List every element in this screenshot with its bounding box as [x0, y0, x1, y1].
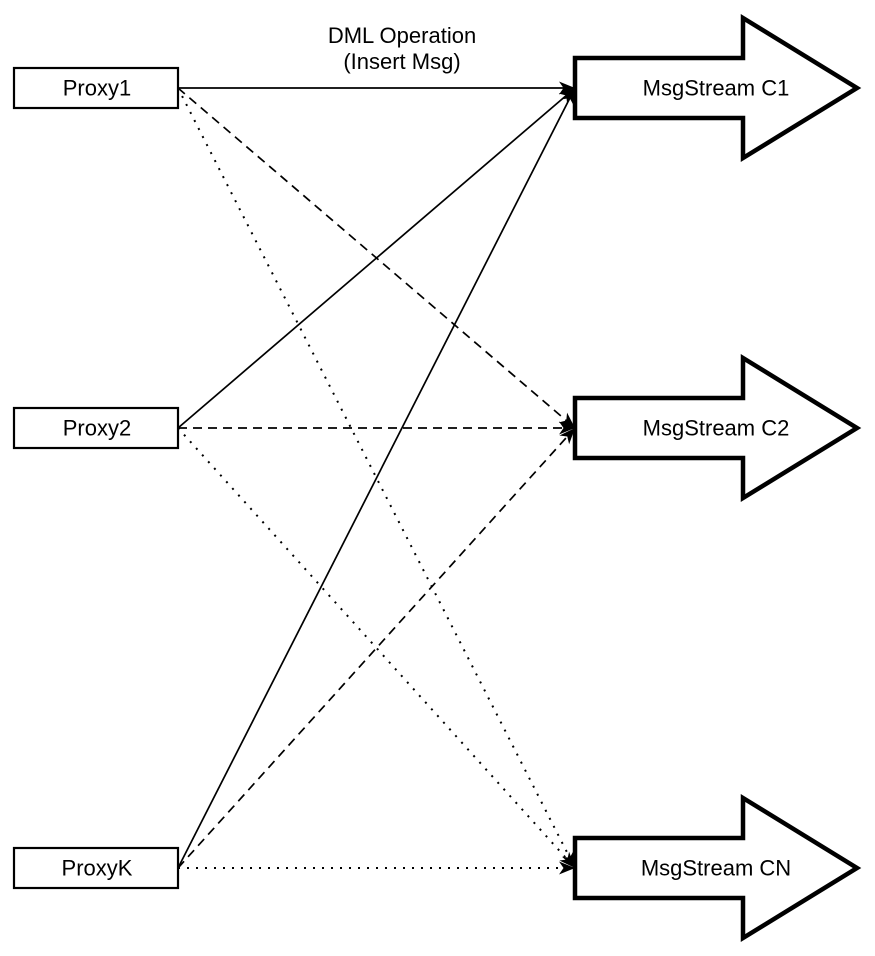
proxy1-label: Proxy1: [63, 76, 131, 101]
edge-lines: [177, 81, 576, 875]
node-proxy1: Proxy1: [12, 66, 180, 110]
msgstream-c2-arrow-shape: [572, 353, 862, 503]
proxy1-box: [12, 66, 180, 110]
edge-proxy1-to-cn-dotted: [177, 87, 576, 869]
dml-operation-label-line1: DML Operation: [328, 23, 476, 48]
node-msgstream-c1: MsgStream C1: [572, 13, 862, 163]
msgstream-c1-arrow-shape: [572, 13, 862, 163]
edge-proxyk-to-c1-solid: [177, 87, 576, 869]
proxy2-box: [12, 406, 180, 450]
edge-proxy2-to-c1-solid: [177, 87, 576, 429]
node-msgstream-cn: MsgStream CN: [572, 793, 862, 943]
msgstream-cn-arrow-shape: [572, 793, 862, 943]
edge-proxyk-to-c2-dashed: [177, 427, 576, 869]
msgstream-c1-label: MsgStream C1: [643, 76, 790, 101]
dml-operation-label-line2: (Insert Msg): [343, 49, 460, 74]
proxyk-label: ProxyK: [62, 856, 133, 881]
node-proxy2: Proxy2: [12, 406, 180, 450]
node-proxyk: ProxyK: [12, 846, 180, 890]
proxyk-box: [12, 846, 180, 890]
node-msgstream-c2: MsgStream C2: [572, 353, 862, 503]
msgstream-cn-label: MsgStream CN: [641, 856, 791, 881]
proxy2-label: Proxy2: [63, 416, 131, 441]
msgstream-c2-label: MsgStream C2: [643, 416, 790, 441]
